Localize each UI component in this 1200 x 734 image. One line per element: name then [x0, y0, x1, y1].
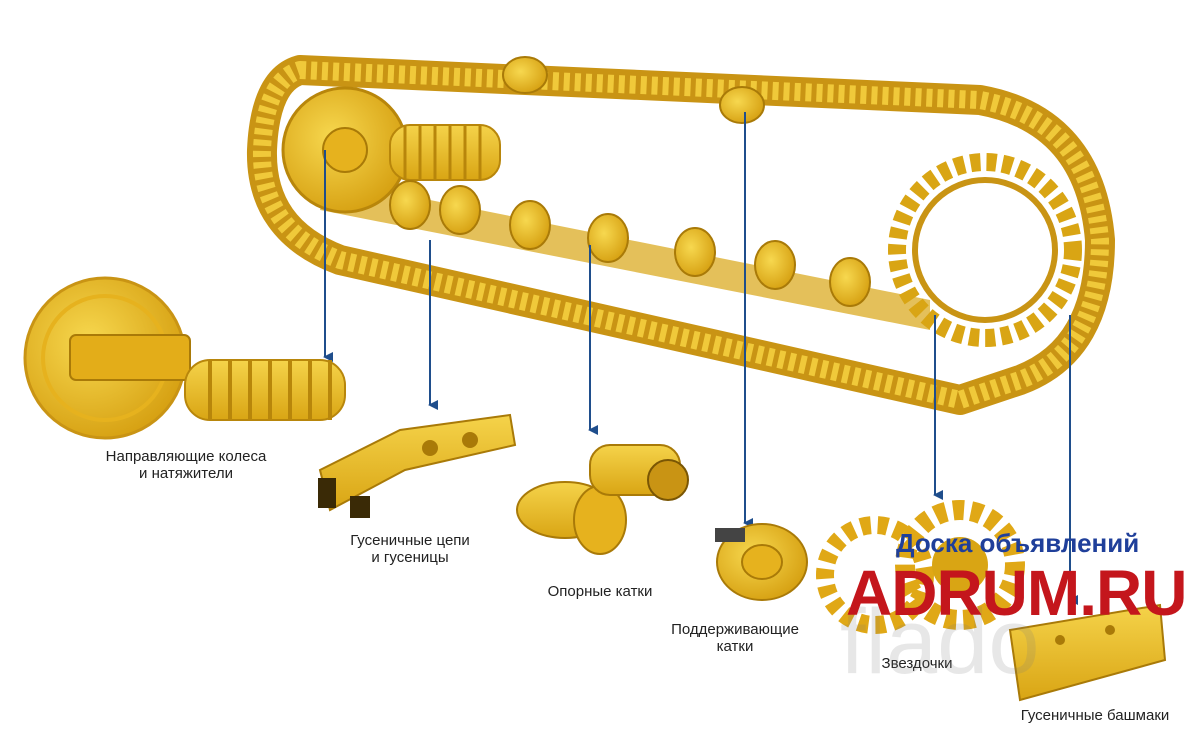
label-chains-line2: и гусеницы	[371, 549, 449, 566]
label-carrier-rollers-line2: катки	[716, 638, 754, 655]
label-carrier-rollers: Поддерживающие катки	[640, 621, 830, 655]
watermark-ghost-text: flado	[840, 591, 1040, 693]
label-shoes-text: Гусеничные башмаки	[1020, 707, 1170, 724]
label-idlers-line2: и натяжители	[139, 465, 233, 482]
part-sprockets	[816, 500, 1025, 634]
label-idlers: Направляющие колеса и натяжители	[86, 448, 286, 482]
watermark-logo: ADRUM.RU	[846, 557, 1187, 629]
part-track-rollers	[516, 444, 689, 555]
part-track-chain	[318, 413, 517, 518]
label-shoes: Гусеничные башмаки	[1000, 707, 1190, 724]
track-assembly	[246, 55, 1115, 415]
label-chains: Гусеничные цепи и гусеницы	[320, 532, 500, 566]
label-chains-line1: Гусеничные цепи	[350, 532, 470, 549]
label-carrier-rollers-line1: Поддерживающие	[671, 621, 799, 638]
bottom-track-rollers	[389, 180, 871, 307]
label-sprockets: Звездочки	[862, 655, 972, 672]
drive-sprocket	[888, 153, 1082, 347]
label-track-rollers-text: Опорные катки	[547, 583, 653, 600]
callout-arrows	[323, 112, 1078, 605]
watermark-site-text: Доска объявлений	[896, 528, 1140, 558]
label-track-rollers: Опорные катки	[520, 583, 680, 600]
part-track-shoe	[1008, 603, 1167, 702]
top-carrier-rollers	[502, 56, 765, 124]
part-carrier-roller	[715, 523, 808, 601]
label-sprockets-text: Звездочки	[881, 655, 953, 672]
tensioner-spring	[389, 124, 501, 181]
part-idler-tensioner	[23, 276, 346, 440]
label-idlers-line1: Направляющие колеса	[105, 448, 267, 465]
track-chain-links	[252, 61, 1109, 409]
